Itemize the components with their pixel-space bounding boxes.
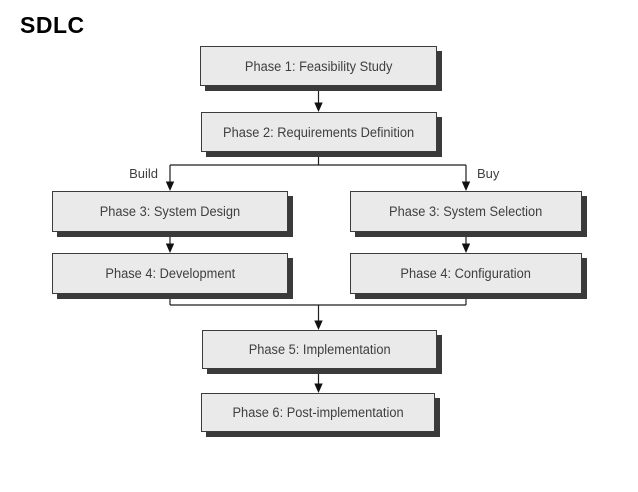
node-phase6-post-implementation: Phase 6: Post-implementation <box>201 393 435 432</box>
node-phase4-development: Phase 4: Development <box>52 253 288 294</box>
branch-label-build: Build <box>129 166 158 181</box>
page-title: SDLC <box>20 12 85 38</box>
arrowhead-icon <box>314 102 323 112</box>
node-label: Phase 6: Post-implementation <box>232 405 404 420</box>
arrowhead-icon <box>461 243 471 253</box>
arrowhead-icon <box>165 181 175 191</box>
arrowhead-icon <box>314 383 323 393</box>
arrowhead-icon <box>165 243 175 253</box>
node-phase3-system-selection: Phase 3: System Selection <box>350 191 582 232</box>
node-label: Phase 5: Implementation <box>248 342 391 357</box>
node-phase5-implementation: Phase 5: Implementation <box>202 330 437 369</box>
node-label: Phase 1: Feasibility Study <box>244 58 393 74</box>
arrowhead-icon <box>461 181 471 191</box>
node-label: Phase 3: System Design <box>99 204 241 219</box>
edge-phase2-split <box>169 152 467 182</box>
edge-merge-phase5 <box>169 295 467 321</box>
arrowhead-icon <box>314 320 323 330</box>
node-phase2-requirements-definition: Phase 2: Requirements Definition <box>201 112 437 152</box>
node-label: Phase 4: Configuration <box>400 266 532 281</box>
node-label: Phase 2: Requirements Definition <box>223 124 415 140</box>
node-label: Phase 3: System Selection <box>389 204 543 219</box>
node-label: Phase 4: Development <box>105 266 235 281</box>
node-phase1-feasibility-study: Phase 1: Feasibility Study <box>200 46 437 86</box>
branch-label-buy: Buy <box>477 166 500 181</box>
node-phase4-configuration: Phase 4: Configuration <box>350 253 582 294</box>
node-phase3-system-design: Phase 3: System Design <box>52 191 288 232</box>
